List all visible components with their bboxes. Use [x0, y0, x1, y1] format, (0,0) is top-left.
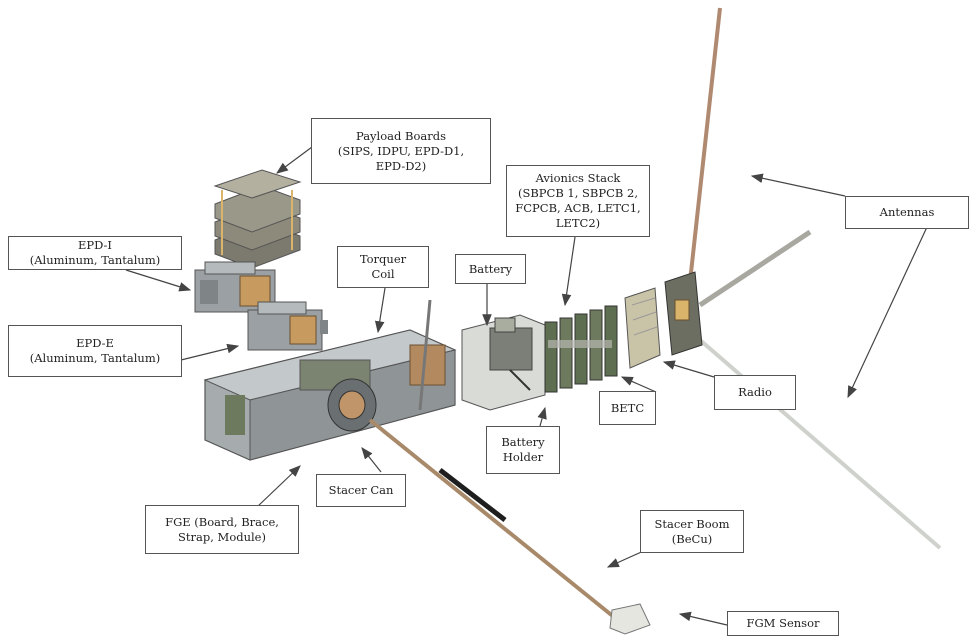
epd-i-part	[194, 261, 276, 313]
antenna-whips	[686, 7, 942, 550]
epd-e-label: EPD-E (Aluminum, Tantalum)	[8, 325, 182, 377]
epd-e-text: EPD-E (Aluminum, Tantalum)	[29, 336, 161, 365]
radio-part	[664, 271, 703, 356]
payload-boards-label: Payload Boards (SIPS, IDPU, EPD-D1, EPD-…	[311, 118, 491, 184]
radio-label: Radio	[714, 375, 796, 410]
betc-text: BETC	[610, 400, 645, 415]
stacer-can-text: Stacer Can	[328, 483, 394, 497]
epd-i-label: EPD-I (Aluminum, Tantalum)	[8, 236, 182, 270]
battery-label: Battery	[455, 254, 526, 284]
epd-i-text: EPD-I (Aluminum, Tantalum)	[29, 238, 161, 267]
antennas-label: Antennas	[845, 196, 969, 229]
battery-text: Battery	[468, 261, 513, 276]
battery-holder-text: Battery Holder	[501, 435, 545, 464]
antennas-text: Antennas	[879, 205, 935, 219]
avionics-stack-label: Avionics Stack (SBPCB 1, SBPCB 2, FCPCB,…	[506, 165, 650, 237]
fgm-sensor-part	[609, 603, 651, 635]
avionics-stack-part	[544, 305, 618, 393]
stacer-boom-label: Stacer Boom (BeCu)	[640, 510, 744, 553]
fge-text: FGE (Board, Brace, Strap, Module)	[165, 514, 279, 544]
betc-label: BETC	[599, 391, 656, 425]
stacer-boom-text: Stacer Boom (BeCu)	[654, 516, 730, 546]
stacer-boom-part	[368, 418, 632, 632]
fge-label: FGE (Board, Brace, Strap, Module)	[145, 505, 299, 554]
main-chassis-part	[203, 299, 457, 461]
torquer-coil-text: Torquer Coil	[359, 252, 407, 281]
fgm-sensor-label: FGM Sensor	[727, 611, 839, 636]
epd-e-part	[247, 301, 328, 351]
battery-holder-label: Battery Holder	[486, 426, 560, 474]
battery-part	[461, 314, 546, 411]
fgm-sensor-text: FGM Sensor	[746, 616, 820, 630]
avionics-stack-text: Avionics Stack (SBPCB 1, SBPCB 2, FCPCB,…	[515, 171, 641, 230]
stacer-can-label: Stacer Can	[316, 474, 406, 507]
radio-text: Radio	[738, 385, 772, 399]
betc-part	[624, 287, 661, 369]
payload-boards-text: Payload Boards (SIPS, IDPU, EPD-D1, EPD-…	[337, 128, 465, 173]
torquer-coil-label: Torquer Coil	[337, 246, 429, 288]
payload-boards-part	[213, 169, 302, 269]
